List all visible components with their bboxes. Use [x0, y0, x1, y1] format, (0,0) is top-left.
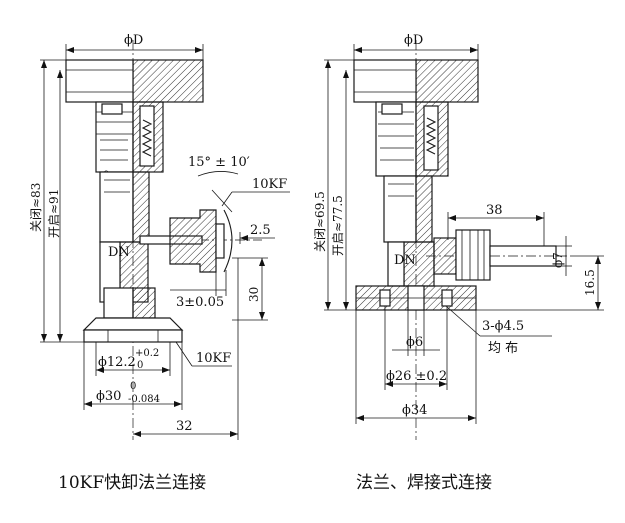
right-holes-note: 均 布	[488, 341, 518, 356]
left-inner-tol-up: +0.2	[135, 348, 159, 359]
left-caption: 10KF快卸法兰连接	[58, 473, 206, 493]
left-clearance: 3±0.05	[176, 295, 224, 310]
left-top-dia: ϕD	[124, 33, 143, 48]
right-pcd: ϕ26 ±0.2	[386, 369, 447, 384]
left-bottom-port: 10KF	[196, 351, 231, 366]
left-angle: 15° ± 10′	[188, 155, 250, 170]
left-port-height: 30	[247, 287, 261, 302]
left-inner-dia: ϕ12.2	[98, 355, 136, 370]
left-valve-view: 0 DN ϕD	[29, 33, 290, 493]
right-caption: 法兰、焊接式连接	[356, 473, 492, 493]
right-height-open: 开启≈77.5	[331, 195, 345, 256]
right-tube-dia: ϕ7	[551, 252, 565, 268]
left-width: 32	[176, 419, 193, 434]
right-valve-view: DN ϕD 关闭≈69.5 开启≈77.5	[313, 33, 604, 493]
right-tube-len: 38	[486, 203, 503, 218]
right-flange-dia: ϕ34	[402, 403, 427, 418]
left-outer-tol-dn: -0.084	[128, 394, 160, 405]
left-offset: 2.5	[250, 223, 271, 238]
right-dn-label: DN	[394, 253, 416, 268]
left-height-closed: 关闭≈83	[29, 183, 43, 232]
right-tube-height: 16.5	[583, 269, 597, 296]
left-outer-tol-up: 0	[130, 381, 136, 392]
right-holes: 3-ϕ4.5	[482, 319, 524, 334]
right-height-closed: 关闭≈69.5	[313, 191, 327, 252]
left-height-open: 开启≈91	[47, 189, 61, 238]
left-dn-label: DN	[108, 245, 130, 260]
left-inner-tol-dn: 0	[137, 360, 143, 371]
left-port-label: 10KF	[252, 177, 287, 192]
right-bore: ϕ6	[406, 335, 423, 350]
left-outer-dia: ϕ30	[96, 389, 121, 404]
right-top-dia: ϕD	[404, 33, 423, 48]
